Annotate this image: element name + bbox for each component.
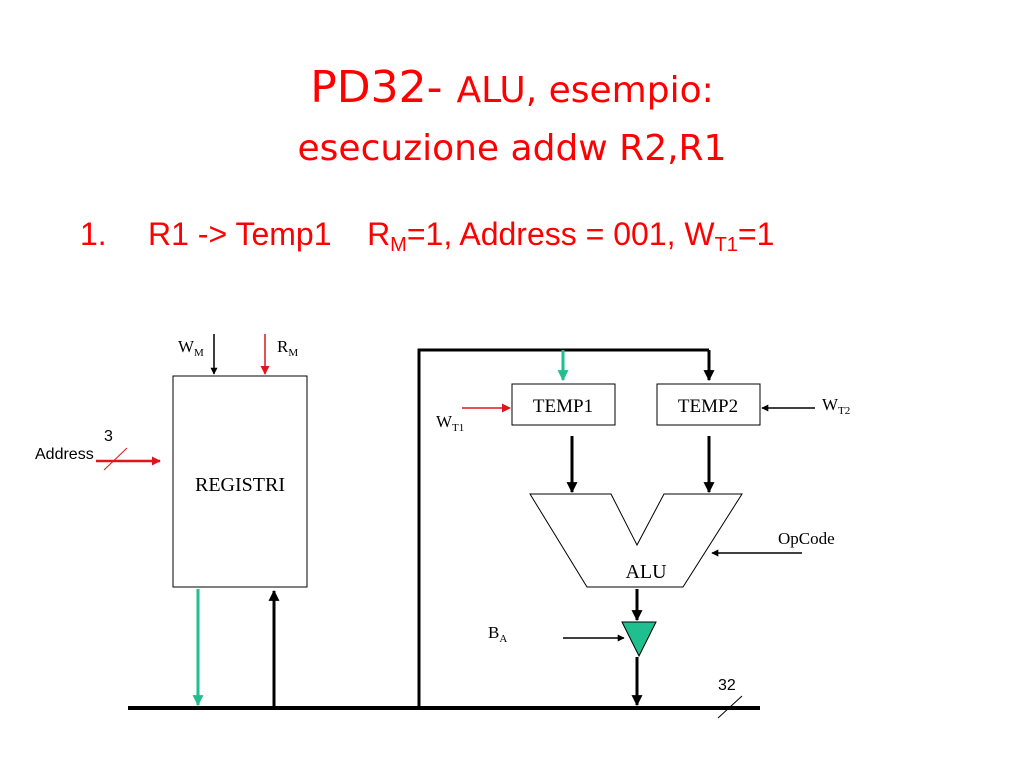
bus-width-label: 32 [718, 677, 736, 694]
title-main: PD32- [310, 62, 457, 113]
output-buffer [621, 621, 657, 658]
temp2-block [656, 383, 761, 426]
address-width-slash [103, 447, 128, 471]
step-sub-m: M [390, 234, 407, 256]
temp1-block [511, 383, 616, 426]
bus-width-slash [717, 695, 743, 719]
wm-label: WM [178, 337, 204, 359]
step-sub-t1: T1 [714, 234, 738, 256]
temp1-label: TEMP1 [533, 396, 593, 417]
slide-subtitle: esecuzione addw R2,R1 [297, 128, 727, 169]
rm-label: RM [277, 337, 298, 359]
step-number: 1. [80, 216, 107, 252]
wt1-label: WT1 [436, 412, 464, 434]
slide-title: PD32- ALU, esempio: [0, 62, 1024, 117]
alu-block [529, 493, 743, 588]
step-text-b: =1, Address = 001, W [406, 216, 715, 252]
title-rest: ALU, esempio: [456, 70, 714, 111]
temp2-label: TEMP2 [678, 396, 738, 417]
wt2-label: WT2 [822, 395, 850, 417]
opcode-label: OpCode [778, 529, 835, 548]
address-bits-label: 3 [104, 428, 113, 445]
step-text-a: R1 -> Temp1 R [148, 216, 391, 252]
alu-label: ALU [625, 561, 667, 583]
registri-label: REGISTRI [195, 474, 285, 496]
temp-feed-bus [417, 348, 709, 708]
registri-block [172, 375, 308, 588]
address-label: Address [35, 446, 94, 463]
ba-label: BA [488, 623, 507, 645]
step-text-c: =1 [737, 216, 775, 252]
step-text: R1 -> Temp1 RM=1, Address = 001, WT1=1 [148, 212, 774, 267]
